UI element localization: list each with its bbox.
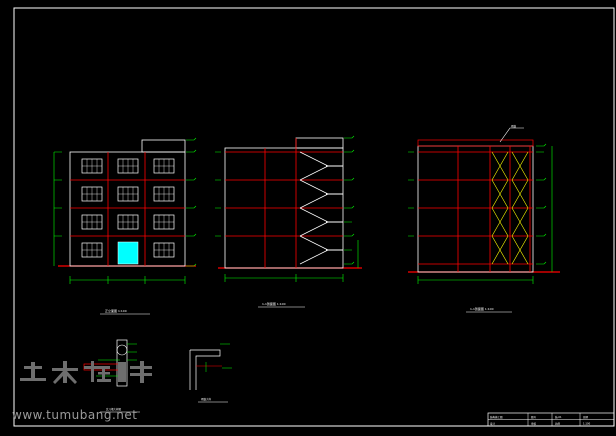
cross-bracing	[491, 151, 529, 265]
title-block-cell: 审核	[531, 422, 537, 426]
title-block-cell: 结构施工图	[490, 415, 503, 419]
stair-section: 1-1剖面图 1:100	[215, 135, 362, 308]
window	[153, 242, 175, 258]
window	[81, 186, 103, 202]
title-block-cell: 图号	[531, 415, 537, 419]
entrance-door	[117, 241, 139, 265]
stair-flights	[299, 151, 329, 265]
level-marks	[408, 143, 547, 265]
window	[117, 158, 139, 174]
window	[81, 214, 103, 230]
window	[81, 158, 103, 174]
floor-lines	[70, 152, 185, 266]
level-marks	[215, 135, 355, 265]
side-elevation: 雨篷 1-1剖面图 1:100	[408, 124, 560, 313]
building-outline	[417, 145, 534, 273]
landing-slabs	[326, 165, 343, 251]
stair-section-title: 1-1剖面图 1:100	[262, 301, 286, 306]
watermark-logo	[20, 361, 152, 384]
window	[153, 186, 175, 202]
drawing-border	[13, 7, 615, 427]
detail-b-title: 雨篷大样	[201, 397, 212, 401]
watermark-url: www.tumubang.net	[12, 408, 137, 422]
title-block-cell: 比例	[555, 422, 561, 426]
dimension-line	[53, 152, 186, 284]
parapet	[417, 139, 534, 147]
window	[153, 158, 175, 174]
stair-tower-outline	[295, 137, 344, 149]
title-block: 结构施工图 图号 结-01 日期 设计 审核 比例 1:100	[487, 412, 615, 427]
detail-a-title: 女儿墙大样图	[106, 407, 122, 411]
title-block-cell: 设计	[490, 422, 496, 426]
dimension-line	[224, 240, 359, 282]
floor-lines	[225, 138, 343, 268]
window	[117, 186, 139, 202]
window	[81, 242, 103, 258]
stair-tower-outline	[141, 139, 186, 153]
detail-canopy: 雨篷大样	[189, 343, 232, 403]
front-elevation: 正立面图 1:100	[53, 137, 197, 315]
level-marks	[54, 137, 197, 267]
building-outline	[69, 151, 186, 267]
window-grid	[81, 158, 175, 258]
floor-lines	[418, 146, 533, 272]
window	[117, 214, 139, 230]
title-block-cell: 1:100	[583, 422, 591, 426]
callout-label: 雨篷	[511, 124, 517, 128]
front-elevation-title: 正立面图 1:100	[105, 308, 127, 313]
dimension-line	[417, 146, 553, 284]
title-block-cell: 结-01	[555, 415, 562, 419]
side-elevation-title: 1-1剖面图 1:100	[470, 306, 494, 311]
title-block-cell: 日期	[583, 415, 589, 419]
callout-leader	[499, 127, 524, 143]
window	[153, 214, 175, 230]
